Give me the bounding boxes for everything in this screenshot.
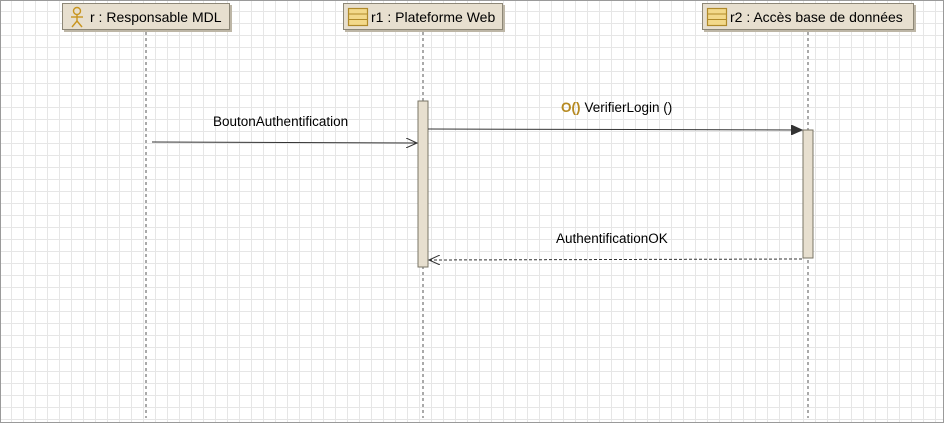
- activation-bar-r2[interactable]: [802, 129, 814, 259]
- message-text: AuthentificationOK: [556, 231, 668, 246]
- message-text: BoutonAuthentification: [213, 114, 349, 129]
- message-label-authentification-ok[interactable]: AuthentificationOK: [556, 231, 668, 246]
- message-label-verifier-login[interactable]: O()VerifierLogin (): [561, 100, 672, 115]
- operation-icon: O(): [561, 100, 581, 115]
- class-icon: [706, 6, 728, 28]
- lifeline-head-r1[interactable]: r1 : Plateforme Web: [343, 3, 503, 30]
- actor-icon: [66, 6, 88, 28]
- activation-bar-r1[interactable]: [417, 100, 429, 268]
- message-text: VerifierLogin (): [584, 100, 673, 115]
- lifeline-label-r: r : Responsable MDL: [90, 8, 222, 25]
- message-arrow-verifier-login[interactable]: [427, 129, 802, 130]
- lifeline-label-r1: r1 : Plateforme Web: [371, 8, 496, 25]
- lifeline-head-r2[interactable]: r2 : Accès base de données: [702, 3, 914, 30]
- message-label-bouton-authentification[interactable]: BoutonAuthentification: [213, 114, 348, 129]
- lifeline-label-r2: r2 : Accès base de données: [730, 8, 903, 25]
- lifeline-head-r[interactable]: r : Responsable MDL: [62, 3, 230, 30]
- message-arrow-authentification-ok[interactable]: [429, 259, 803, 260]
- class-icon: [347, 6, 369, 28]
- message-arrow-bouton-authentification[interactable]: [151, 142, 417, 143]
